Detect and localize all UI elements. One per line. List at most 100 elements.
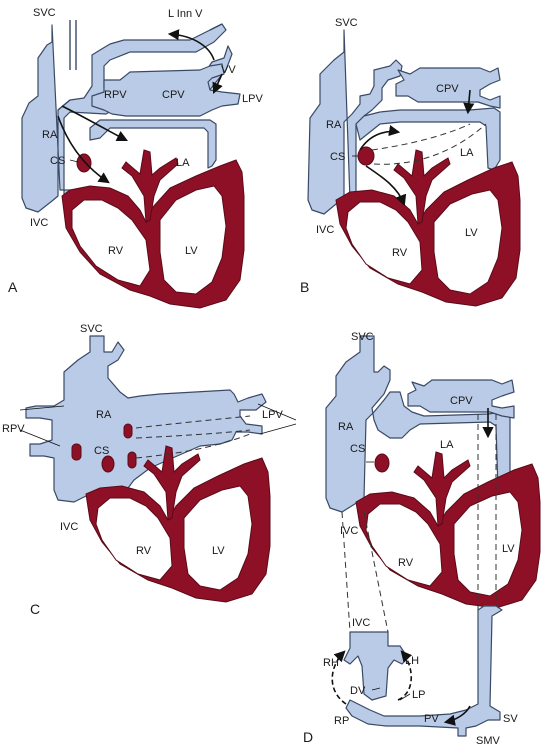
- panel-c-lv-cavity: [183, 485, 253, 591]
- panel-d-label-cs: CS: [350, 443, 365, 455]
- panel-c-lpv-leader-1: [257, 403, 297, 421]
- panel-b-label-ivc: IVC: [316, 224, 334, 236]
- panel-a-arrow-vv: [167, 29, 215, 61]
- panel-b-letter: B: [300, 279, 309, 295]
- panel-a: SVC L Inn V VV RPV CPV LPV RA CS LA IVC …: [8, 7, 263, 309]
- panel-c-label-rv: RV: [136, 545, 152, 557]
- panel-a-label-cs: CS: [50, 155, 65, 167]
- panel-a-cs-leader: [69, 159, 79, 163]
- panel-d-label-dv: DV: [350, 685, 366, 697]
- panel-c-ostium-2: [71, 443, 82, 461]
- panel-d-lv-cavity: [453, 491, 523, 597]
- panel-c-letter: C: [30, 601, 40, 617]
- panel-d-dv-leader: [371, 687, 381, 691]
- panel-a-cpv: [91, 63, 241, 117]
- panel-a-label-ivc: IVC: [30, 217, 48, 229]
- panel-a-septum-top: [121, 149, 179, 223]
- panel-a-label-rv: RV: [108, 245, 124, 257]
- panel-c: SVC RPV LPV RA CS IVC RV LV C: [2, 323, 297, 617]
- panel-a-rv-cavity: [71, 199, 151, 287]
- panel-c-label-ivc: IVC: [60, 521, 78, 533]
- panel-d-portal: [345, 605, 503, 737]
- panel-a-label-rpv: RPV: [104, 89, 127, 101]
- panel-d-label-ivc-lower: IVC: [352, 617, 370, 629]
- panel-c-cs-dot: [101, 455, 115, 473]
- panel-d-label-cpv: CPV: [450, 395, 473, 407]
- panel-b-septum-top: [393, 149, 451, 225]
- panel-c-lpv-leader-2: [259, 423, 297, 435]
- panel-d-septum-top: [413, 451, 471, 527]
- panel-a-label-vv: VV: [221, 64, 236, 76]
- panel-b-label-ra: RA: [326, 119, 342, 131]
- panel-c-dash-2: [135, 429, 251, 439]
- panel-a-cs-dot: [76, 153, 92, 173]
- panel-b-label-la: LA: [460, 147, 474, 159]
- panel-d-label-lp: LP: [412, 689, 425, 701]
- panel-d-cs-dot: [374, 453, 390, 473]
- panel-d-rv-cavity: [365, 503, 443, 587]
- panel-a-lv-cavity: [159, 185, 227, 295]
- panel-c-dash-1: [135, 415, 251, 429]
- panel-d-label-rv: RV: [398, 557, 414, 569]
- panel-b-svc: [307, 29, 403, 215]
- panel-c-ostium-3: [127, 451, 137, 469]
- panel-d-label-ra: RA: [338, 421, 354, 433]
- panel-d-dash-ivc-left: [341, 511, 351, 633]
- panel-b-label-svc: SVC: [335, 17, 358, 29]
- panel-d-label-sv: SV: [503, 713, 518, 725]
- panel-d-lower-ivc: [343, 631, 409, 701]
- panel-b-label-cs: CS: [330, 151, 345, 163]
- panel-b-lv-cavity: [433, 189, 503, 295]
- panel-d-label-lh: LH: [405, 655, 419, 667]
- panel-a-label-lpv: LPV: [242, 93, 263, 105]
- panel-d-arrow-pv: [443, 705, 471, 726]
- panel-b-label-lv: LV: [465, 227, 478, 239]
- panel-c-rpv-leader-1: [19, 405, 65, 411]
- panel-a-label-linnv: L Inn V: [168, 8, 203, 20]
- panel-b: SVC CPV RA CS LA IVC RV LV B: [300, 17, 521, 307]
- panel-a-label-lv: LV: [185, 245, 198, 257]
- panel-a-arrow-ra-la: [61, 105, 129, 142]
- panel-a-arrow-ra-rv: [57, 115, 110, 184]
- panel-d-label-pv: PV: [424, 713, 439, 725]
- panel-a-label-la: LA: [176, 157, 190, 169]
- panel-d-letter: D: [303, 729, 313, 745]
- panel-c-label-lpv: LPV: [262, 409, 283, 421]
- panel-d-label-ivc: IVC: [340, 525, 358, 537]
- panel-c-dash-3: [135, 433, 251, 459]
- panel-c-label-lv: LV: [212, 545, 225, 557]
- panel-b-arrow-cpv: [463, 89, 475, 115]
- panel-b-label-cpv: CPV: [436, 83, 459, 95]
- panel-c-septum-top: [143, 445, 201, 521]
- panel-d-label-rp: RP: [334, 715, 349, 727]
- panel-b-la: [355, 107, 501, 171]
- panel-a-letter: A: [8, 279, 18, 295]
- panel-c-label-rpv: RPV: [2, 423, 25, 435]
- panel-d-lp-leader: [399, 693, 411, 701]
- panel-d-label-rh: RH: [323, 657, 339, 669]
- panel-a-la-roof: [89, 119, 217, 169]
- panel-b-arrow-cs-up: [359, 125, 401, 151]
- panel-c-label-svc: SVC: [80, 323, 103, 335]
- panel-d-label-lv: LV: [502, 543, 515, 555]
- panel-d: SVC CPV RA CS LA IVC RV LV IVC RH LH DV …: [303, 331, 541, 747]
- panel-d-label-smv: SMV: [476, 735, 501, 747]
- panel-a-label-ra: RA: [42, 129, 58, 141]
- panel-b-label-rv: RV: [392, 247, 408, 259]
- panel-b-dash-2: [373, 123, 487, 165]
- panel-d-label-la: LA: [440, 439, 454, 451]
- panel-d-dash-ivc-right: [363, 511, 389, 633]
- panel-c-rv-cavity: [95, 497, 173, 581]
- panel-d-arrow-lp-lh: [397, 650, 413, 701]
- panel-a-arrow-vv-down: [212, 73, 223, 95]
- panel-d-label-svc: SVC: [351, 331, 374, 343]
- panel-c-ostium-1: [123, 423, 133, 439]
- panel-c-label-ra: RA: [96, 409, 112, 421]
- panel-b-dash-1: [371, 123, 471, 151]
- panel-b-cpv: [395, 67, 501, 109]
- panel-b-arrow-cs-down: [365, 165, 407, 207]
- panel-a-label-cpv: CPV: [162, 89, 185, 101]
- panel-a-svc-wall: [57, 20, 223, 111]
- panel-c-label-cs: CS: [94, 445, 109, 457]
